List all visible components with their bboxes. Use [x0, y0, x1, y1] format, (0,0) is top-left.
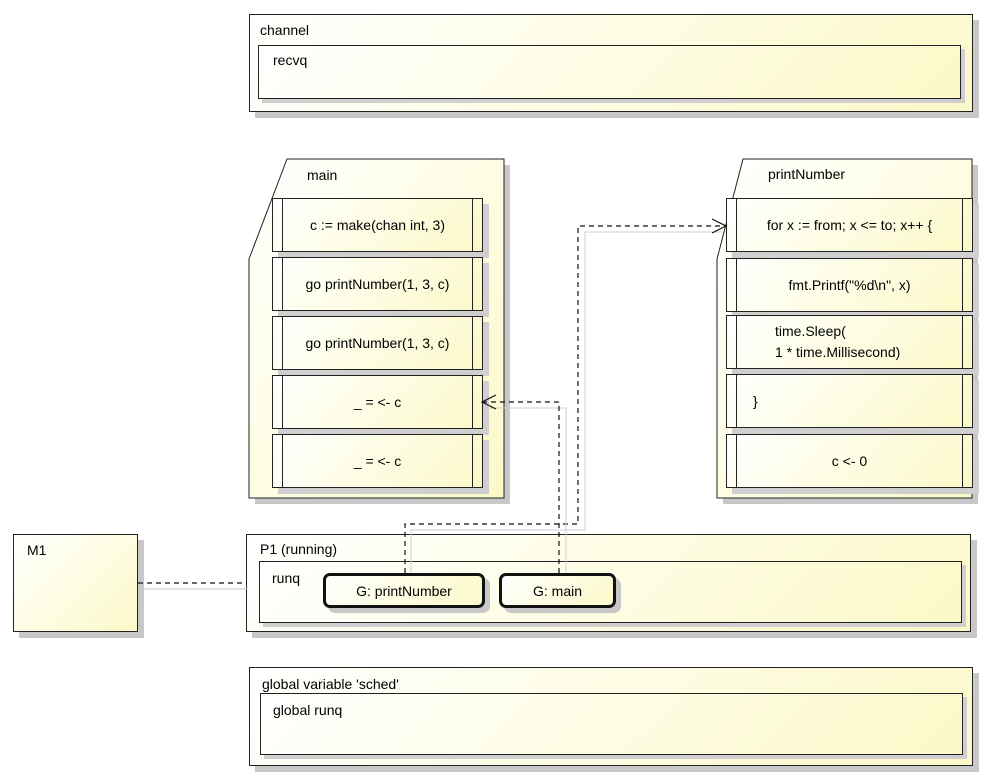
- sched-box: global variable 'sched' global runq: [249, 667, 973, 766]
- channel-box: channel recvq: [249, 14, 973, 112]
- machine-m1-label: M1: [27, 542, 47, 558]
- channel-title: channel: [260, 22, 310, 38]
- main-stmt-recv-2: _ = <- c: [272, 434, 483, 488]
- print-stmt-sleep: time.Sleep( 1 * time.Millisecond): [726, 315, 973, 369]
- machine-m1-box: M1: [13, 534, 138, 632]
- global-runq-box: global runq: [260, 693, 963, 755]
- goroutine-main: G: main: [499, 573, 616, 608]
- global-runq-label: global runq: [273, 702, 343, 718]
- print-goroutine-arrowhead: [711, 218, 728, 234]
- print-stmt-sleep-line-2: 1 * time.Millisecond): [775, 344, 901, 360]
- main-goroutine-arrowhead: [480, 394, 497, 410]
- print-stmt-close-brace: }: [726, 374, 973, 428]
- main-stmt-go-print-1: go printNumber(1, 3, c): [272, 257, 483, 311]
- goroutine-print-number: G: printNumber: [323, 573, 485, 608]
- main-stmt-recv-1: _ = <- c: [272, 375, 483, 429]
- print-stmt-send: c <- 0: [726, 434, 973, 488]
- print-stmt-printf: fmt.Printf("%d\n", x): [726, 258, 973, 312]
- main-stmt-make-chan: c := make(chan int, 3): [272, 198, 483, 252]
- print-stmt-for: for x := from; x <= to; x++ {: [726, 198, 973, 252]
- recvq-label: recvq: [273, 52, 308, 68]
- print-function-title: printNumber: [768, 166, 846, 182]
- print-stmt-sleep-line-1: time.Sleep(: [775, 323, 846, 339]
- sched-title: global variable 'sched': [262, 676, 399, 692]
- runq-label: runq: [272, 570, 301, 586]
- processor-p1-title: P1 (running): [260, 541, 338, 557]
- main-function-title: main: [307, 167, 338, 183]
- main-stmt-go-print-2: go printNumber(1, 3, c): [272, 316, 483, 370]
- recvq-box: recvq: [258, 45, 961, 99]
